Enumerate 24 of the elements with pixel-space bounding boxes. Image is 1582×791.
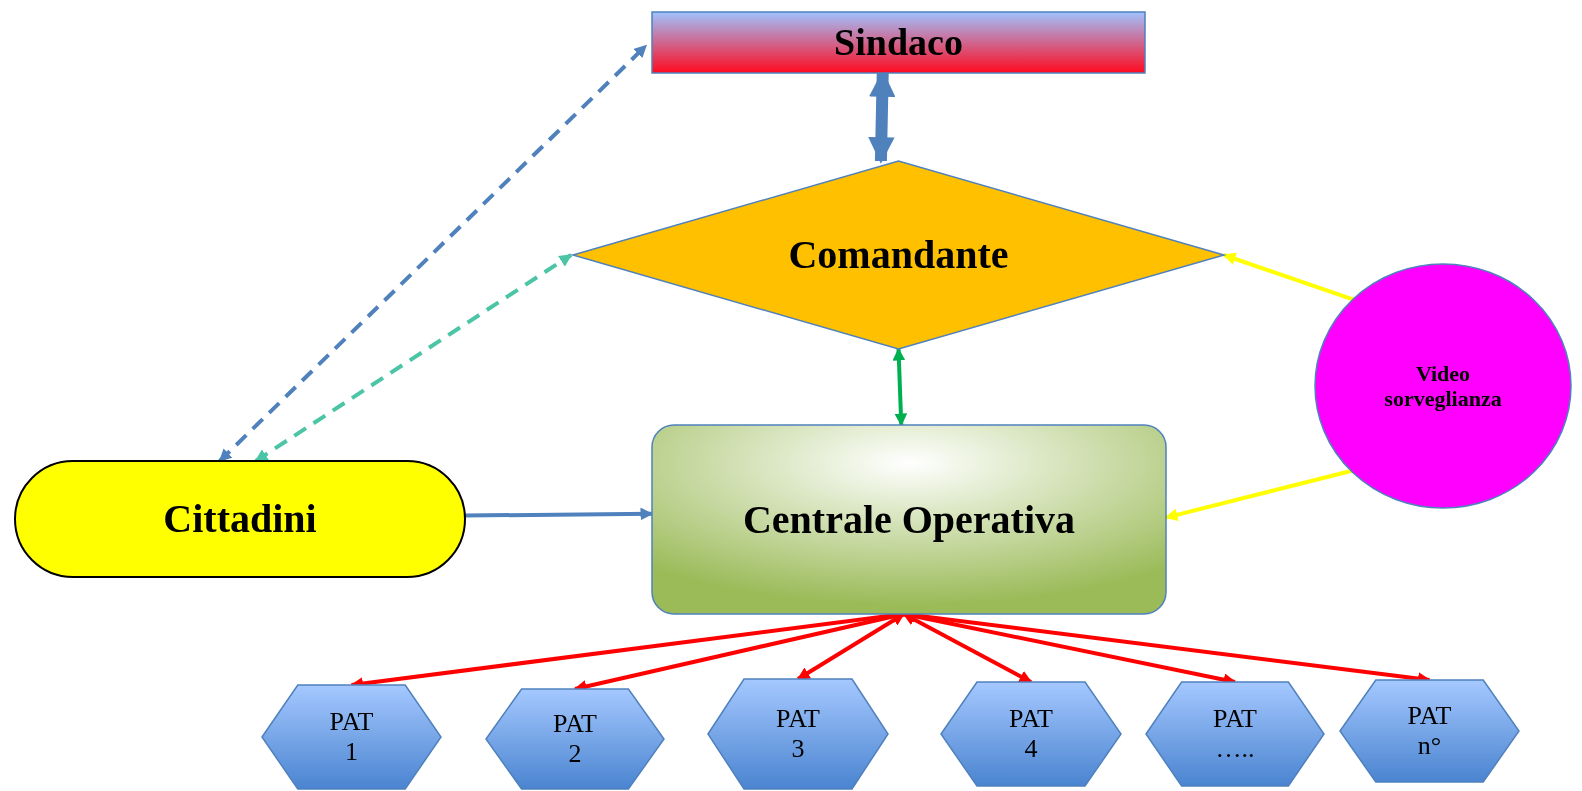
hexagon-node: [486, 689, 664, 789]
node-label: Sindaco: [834, 20, 963, 65]
title-banner: [652, 12, 1145, 73]
arrow: [218, 44, 648, 463]
node-label: Video sorveglianza: [1383, 360, 1503, 412]
node-label: Cittadini: [163, 496, 317, 542]
node-label: PAT …..: [1212, 704, 1258, 764]
hexagon-node: [1146, 682, 1324, 786]
decision-diamond: [573, 161, 1224, 349]
process-box: [652, 425, 1166, 614]
hexagon-node: [941, 682, 1121, 786]
arrow: [254, 253, 573, 463]
node-label: PAT 2: [552, 709, 598, 769]
node-label: PAT 3: [775, 704, 821, 764]
node-label: PAT n°: [1406, 701, 1453, 761]
node-label: PAT 4: [1008, 704, 1054, 764]
arrow: [892, 347, 908, 427]
node-label: Centrale Operativa: [742, 496, 1076, 543]
hexagon-node: [262, 685, 441, 789]
ellipse-node: [1315, 264, 1571, 508]
node-label: Comandante: [788, 232, 1009, 278]
hexagon-node: [1340, 680, 1519, 782]
hexagon-node: [708, 679, 888, 789]
node-label: PAT 1: [328, 707, 375, 767]
